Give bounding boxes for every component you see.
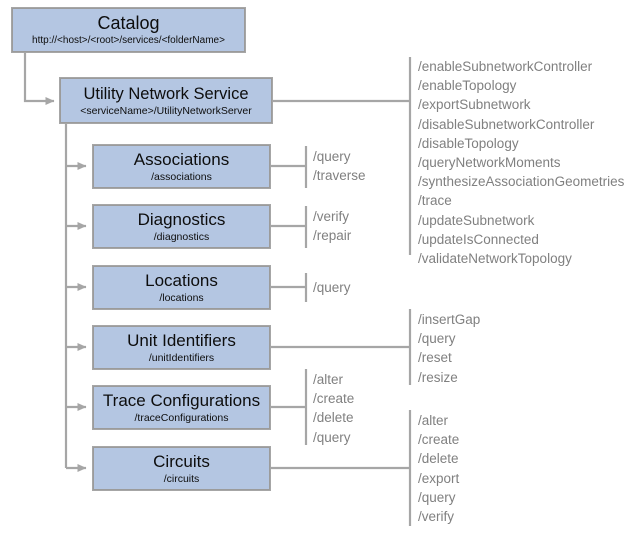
operation-item: /create <box>418 432 460 448</box>
operation-item: /query <box>313 429 351 445</box>
operation-item: /enableTopology <box>418 78 517 94</box>
operation-item: /disableTopology <box>418 135 519 151</box>
node-trace-configurations-path: /traceConfigurations <box>134 411 229 424</box>
node-locations-path: /locations <box>159 291 204 304</box>
operations-locations: /query <box>313 278 351 297</box>
operations-circuits: /alter/create/delete/export/query/verify <box>418 411 459 526</box>
node-unit-identifiers-title: Unit Identifiers <box>127 330 236 350</box>
node-locations[interactable]: Locations /locations <box>93 266 270 309</box>
operation-item: /updateSubnetwork <box>418 212 535 228</box>
operation-item: /verify <box>418 509 455 525</box>
operations-trace-configurations: /alter/create/delete/query <box>313 370 354 447</box>
operation-item: /disableSubnetworkController <box>418 116 595 132</box>
node-utility-network-service-path: <serviceName>/UtilityNetworkServer <box>80 104 252 117</box>
operation-item: /export <box>418 470 460 486</box>
operation-item: /validateNetworkTopology <box>418 251 572 267</box>
operation-item: /alter <box>313 372 344 387</box>
operations-utility-network-service: /enableSubnetworkController/enableTopolo… <box>418 57 624 268</box>
node-catalog-path: http://<host>/<root>/services/<folderNam… <box>32 35 225 46</box>
node-associations-title: Associations <box>133 149 230 169</box>
operations-associations: /query/traverse <box>313 147 366 185</box>
operation-item: /traverse <box>313 168 366 184</box>
operation-item: /queryNetworkMoments <box>418 155 561 171</box>
operation-item: /repair <box>313 228 352 244</box>
operations-diagnostics: /verify/repair <box>313 207 351 245</box>
operation-item: /insertGap <box>418 312 481 327</box>
node-locations-title: Locations <box>145 270 218 290</box>
node-circuits-path: /circuits <box>163 472 200 485</box>
node-diagnostics[interactable]: Diagnostics /diagnostics <box>93 205 270 248</box>
node-unit-identifiers[interactable]: Unit Identifiers /unitIdentifiers <box>93 326 270 369</box>
node-diagnostics-path: /diagnostics <box>153 230 210 243</box>
node-catalog-title: Catalog <box>97 13 160 33</box>
operation-item: /synthesizeAssociationGeometries <box>418 174 625 190</box>
operation-item: /updateIsConnected <box>418 231 539 247</box>
node-circuits-title: Circuits <box>153 451 210 471</box>
operation-item: /create <box>313 391 355 407</box>
operation-item: /alter <box>418 413 449 428</box>
node-unit-identifiers-path: /unitIdentifiers <box>148 351 215 364</box>
operations-unit-identifiers: /insertGap/query/reset/resize <box>418 310 480 387</box>
node-associations[interactable]: Associations /associations <box>93 145 270 188</box>
operation-item: /verify <box>313 209 350 224</box>
operation-item: /query <box>418 489 456 505</box>
node-catalog[interactable]: Catalog http://<host>/<root>/services/<f… <box>12 8 245 52</box>
node-trace-configurations[interactable]: Trace Configurations /traceConfiguration… <box>93 386 270 429</box>
node-utility-network-service-title: Utility Network Service <box>83 84 249 103</box>
node-trace-configurations-title: Trace Configurations <box>102 390 261 410</box>
operation-item: /delete <box>313 410 354 426</box>
operation-item: /query <box>313 280 351 295</box>
node-circuits[interactable]: Circuits /circuits <box>93 447 270 490</box>
operation-item: /resize <box>418 369 458 385</box>
operation-item: /trace <box>418 193 452 209</box>
operation-item: /query <box>418 331 456 347</box>
operation-item: /query <box>313 149 351 164</box>
operation-item: /enableSubnetworkController <box>418 59 593 74</box>
node-utility-network-service[interactable]: Utility Network Service <serviceName>/Ut… <box>60 78 272 123</box>
operation-item: /delete <box>418 451 459 467</box>
edge-catalog-to-service <box>23 52 55 105</box>
node-associations-path: /associations <box>151 170 212 183</box>
node-diagnostics-title: Diagnostics <box>137 209 226 229</box>
operation-item: /exportSubnetwork <box>418 97 531 113</box>
operation-item: /reset <box>418 350 452 366</box>
